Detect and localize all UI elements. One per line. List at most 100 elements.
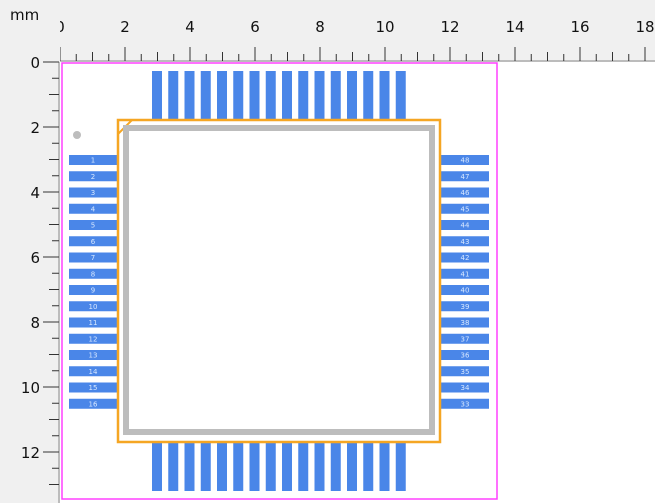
pad-right[interactable] — [441, 382, 489, 393]
pad-left-number: 11 — [89, 319, 98, 327]
pad-right[interactable] — [441, 398, 489, 409]
pad-left[interactable] — [69, 203, 117, 214]
pad-bottom[interactable] — [233, 443, 244, 491]
pad-right[interactable] — [441, 366, 489, 377]
pad-top[interactable] — [395, 71, 406, 119]
pad-left[interactable] — [69, 220, 117, 230]
pad-bottom[interactable] — [298, 443, 309, 491]
pad-right[interactable] — [441, 203, 489, 214]
pad-left[interactable] — [69, 317, 117, 328]
ruler-top-label: 12 — [440, 18, 459, 36]
ruler-top-label: 10 — [375, 18, 394, 36]
board-layer — [61, 62, 498, 500]
pad-left-number: 13 — [89, 352, 98, 360]
pad-right-number: 36 — [461, 352, 470, 360]
pad-left[interactable] — [69, 236, 117, 247]
pad-right-number: 40 — [461, 287, 470, 295]
pad-bottom[interactable] — [184, 443, 195, 491]
ruler-top-label: 18 — [635, 18, 654, 36]
pad-left[interactable] — [69, 366, 117, 377]
pad-left[interactable] — [69, 252, 117, 263]
pad-bottom[interactable] — [200, 443, 211, 491]
pad-top[interactable] — [249, 71, 260, 119]
pad-right[interactable] — [441, 220, 489, 230]
pad-top[interactable] — [168, 71, 179, 119]
pad-top[interactable] — [233, 71, 244, 119]
pad-bottom[interactable] — [395, 443, 406, 491]
pad-left[interactable] — [69, 350, 117, 360]
pad-top[interactable] — [265, 71, 276, 119]
board-outline — [61, 62, 498, 500]
pad-bottom[interactable] — [347, 443, 357, 491]
pads-top — [152, 71, 406, 119]
ruler-left-ticks — [43, 61, 59, 485]
ruler-top: 024681012141618 — [0, 0, 655, 62]
pad-top[interactable] — [217, 71, 227, 119]
pad-left[interactable] — [69, 285, 117, 295]
pad-top[interactable] — [184, 71, 195, 119]
pad-right-number: 42 — [461, 254, 470, 262]
pad-right-number: 46 — [461, 189, 470, 197]
pad-bottom[interactable] — [152, 443, 162, 491]
pad-left-number: 6 — [91, 238, 96, 246]
ruler-left-label: 6 — [30, 249, 40, 267]
pad-bottom[interactable] — [217, 443, 227, 491]
pad-right[interactable] — [441, 171, 489, 182]
pad-top[interactable] — [152, 71, 162, 119]
pad-left[interactable] — [69, 301, 117, 312]
ruler-left-label: 4 — [30, 184, 40, 202]
pad-left[interactable] — [69, 171, 117, 182]
ruler-unit-label: mm — [10, 6, 39, 24]
pad-left[interactable] — [69, 268, 117, 279]
pad-bottom[interactable] — [265, 443, 276, 491]
pad-top[interactable] — [314, 71, 325, 119]
pad-bottom[interactable] — [249, 443, 260, 491]
pad-top[interactable] — [347, 71, 357, 119]
pad-left-number: 7 — [91, 254, 95, 262]
pad-left[interactable] — [69, 187, 117, 198]
pad-right-number: 33 — [461, 400, 470, 408]
pad-top[interactable] — [200, 71, 211, 119]
pad-right[interactable] — [441, 285, 489, 295]
pad-bottom[interactable] — [363, 443, 374, 491]
pad-right[interactable] — [441, 301, 489, 312]
pad-right[interactable] — [441, 317, 489, 328]
pad-right[interactable] — [441, 252, 489, 263]
pad-left-number: 1 — [91, 157, 95, 165]
pad-left[interactable] — [69, 155, 117, 165]
pad-bottom[interactable] — [282, 443, 292, 491]
ruler-left-label: 0 — [30, 54, 40, 72]
ruler-left-label: 8 — [30, 314, 40, 332]
pad-left-number: 10 — [89, 303, 98, 311]
pad-left[interactable] — [69, 382, 117, 393]
pad-right[interactable] — [441, 350, 489, 360]
ruler-left-label: 12 — [21, 444, 40, 462]
pad-top[interactable] — [379, 71, 390, 119]
ruler-top-label: 16 — [570, 18, 589, 36]
pad-right-number: 37 — [461, 335, 470, 343]
pad-bottom[interactable] — [330, 443, 341, 491]
pad-top[interactable] — [363, 71, 374, 119]
pad-right[interactable] — [441, 333, 489, 344]
pad-top[interactable] — [282, 71, 292, 119]
pad-right-number: 47 — [461, 173, 470, 181]
pad-bottom[interactable] — [379, 443, 390, 491]
pad-top[interactable] — [330, 71, 341, 119]
pad-bottom[interactable] — [314, 443, 325, 491]
pad-left-number: 2 — [91, 173, 95, 181]
pad-right[interactable] — [441, 155, 489, 165]
pad-right[interactable] — [441, 268, 489, 279]
pad-right-number: 41 — [461, 270, 470, 278]
pad-left[interactable] — [69, 333, 117, 344]
pad-right[interactable] — [441, 187, 489, 198]
pad-right[interactable] — [441, 236, 489, 247]
ruler-left-label: 10 — [21, 379, 40, 397]
pad-top[interactable] — [298, 71, 309, 119]
pad-left[interactable] — [69, 398, 117, 409]
pad-left-number: 3 — [91, 189, 95, 197]
pad-bottom[interactable] — [168, 443, 179, 491]
